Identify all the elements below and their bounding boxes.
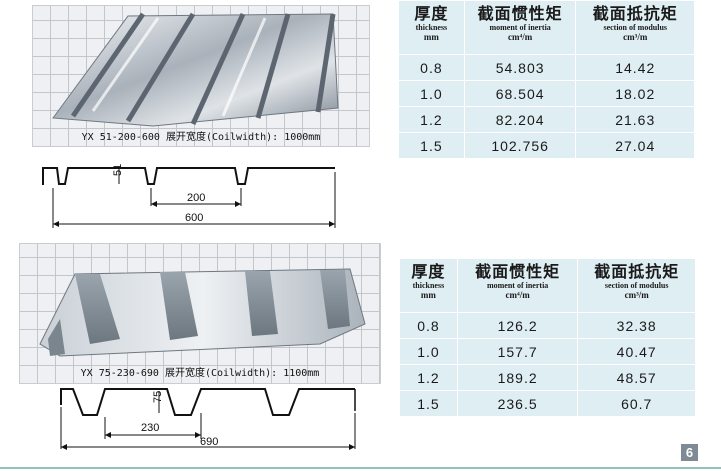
spec-table-yx75: 厚度 thickness mm 截面惯性矩 moment of inertia … (399, 258, 696, 417)
cell-thickness: 0.8 (399, 312, 458, 339)
table-row: 1.0 157.7 40.47 (399, 338, 696, 365)
cell-thickness: 1.5 (399, 390, 458, 417)
profile-drawing-yx75: 75 230 690 (60, 388, 356, 450)
cell-thickness: 1.2 (399, 364, 458, 391)
cell-modulus: 40.47 (577, 338, 696, 365)
cell-modulus: 60.7 (577, 390, 696, 417)
deck-sheet-image-yx51 (52, 12, 339, 127)
header-thickness: 厚度 thickness mm (398, 0, 465, 55)
deck-sheet-image-yx75 (39, 268, 366, 357)
dim-width-yx75: 690 (200, 436, 218, 448)
header-moment-of-inertia: 截面惯性矩 moment of inertia cm⁴/m (463, 0, 577, 55)
table-row: 1.0 68.504 18.02 (398, 80, 695, 107)
cell-modulus: 21.63 (575, 106, 695, 133)
header-thickness: 厚度 thickness mm (399, 258, 458, 313)
cell-inertia: 82.204 (463, 106, 577, 133)
product-photo-yx75: YX 75-230-690 展开宽度(Coilwidth): 1100mm (19, 243, 381, 384)
product-caption-yx51: YX 51-200-600 展开宽度(Coilwidth): 1000mm (81, 132, 321, 143)
cell-inertia: 54.803 (463, 54, 577, 81)
table-header-row: 厚度 thickness mm 截面惯性矩 moment of inertia … (399, 258, 696, 313)
table-row: 0.8 54.803 14.42 (398, 54, 695, 81)
cell-thickness: 0.8 (398, 54, 465, 81)
table-row: 1.5 102.756 27.04 (398, 132, 695, 159)
table-row: 0.8 126.2 32.38 (399, 312, 696, 339)
page-number-badge: 6 (681, 444, 698, 461)
cell-inertia: 126.2 (456, 312, 579, 339)
cell-inertia: 189.2 (456, 364, 579, 391)
cell-thickness: 1.2 (398, 106, 465, 133)
product-photo-yx51: YX 51-200-600 展开宽度(Coilwidth): 1000mm (32, 5, 370, 147)
dim-width-yx51: 600 (185, 212, 203, 224)
dim-height-yx75: 75 (152, 391, 164, 403)
cell-inertia: 102.756 (463, 132, 577, 159)
profile-outline-yx75 (60, 388, 355, 416)
dim-pitch-yx75: 230 (141, 422, 159, 434)
cell-inertia: 236.5 (456, 390, 579, 417)
table-row: 1.2 82.204 21.63 (398, 106, 695, 133)
cell-inertia: 68.504 (463, 80, 577, 107)
cell-modulus: 48.57 (577, 364, 696, 391)
cell-thickness: 1.0 (399, 338, 458, 365)
cell-modulus: 32.38 (577, 312, 696, 339)
cell-thickness: 1.5 (398, 132, 465, 159)
profile-outline-yx51 (42, 167, 335, 185)
cell-inertia: 157.7 (456, 338, 579, 365)
footer-divider (0, 467, 721, 469)
dim-height-yx51: 51 (112, 164, 124, 176)
table-header-row: 厚度 thickness mm 截面惯性矩 moment of inertia … (398, 0, 695, 55)
header-section-modulus: 截面抵抗矩 section of modulus cm³/m (577, 258, 696, 313)
product-caption-yx75: YX 75-230-690 展开宽度(Coilwidth): 1100mm (80, 368, 320, 379)
cell-modulus: 27.04 (575, 132, 695, 159)
profile-drawing-yx51: 51 200 600 (42, 164, 336, 228)
header-section-modulus: 截面抵抗矩 section of modulus cm³/m (575, 0, 695, 55)
dim-pitch-yx51: 200 (187, 192, 205, 204)
header-moment-of-inertia: 截面惯性矩 moment of inertia cm⁴/m (456, 258, 579, 313)
table-row: 1.5 236.5 60.7 (399, 390, 696, 417)
cell-modulus: 18.02 (575, 80, 695, 107)
spec-table-yx51: 厚度 thickness mm 截面惯性矩 moment of inertia … (398, 0, 695, 159)
cell-modulus: 14.42 (575, 54, 695, 81)
table-row: 1.2 189.2 48.57 (399, 364, 696, 391)
cell-thickness: 1.0 (398, 80, 465, 107)
